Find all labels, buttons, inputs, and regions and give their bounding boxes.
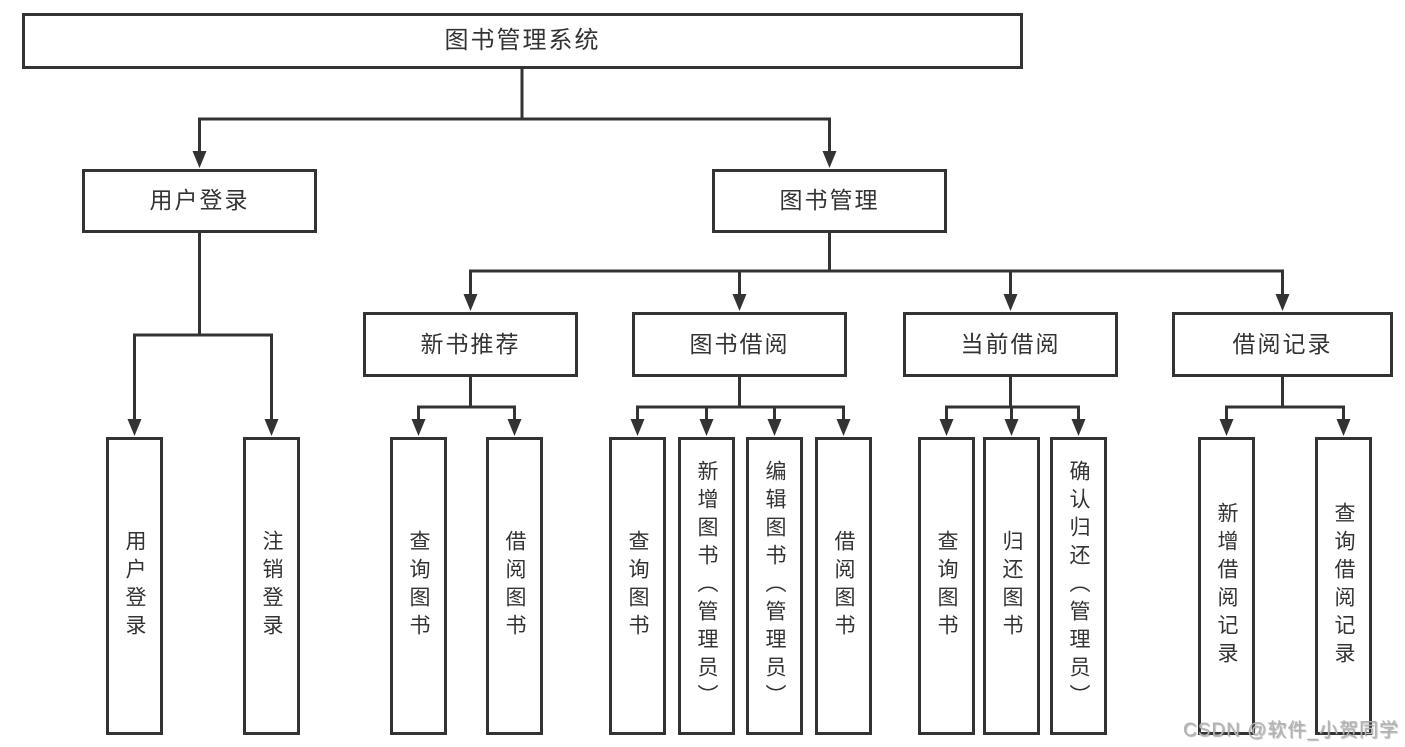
arrow-down-icon <box>1003 294 1018 311</box>
leaf-borrowing-add-books-admin: 新增图书（管理员） <box>678 437 735 735</box>
leaf-current-confirm-return-admin: 确认归还（管理员） <box>1050 437 1107 735</box>
arrow-down-icon <box>939 419 954 436</box>
arrow-down-icon <box>192 151 207 168</box>
leaf-records-query-record: 查询借阅记录 <box>1315 437 1372 735</box>
leaf-records-add-record: 新增借阅记录 <box>1198 437 1255 735</box>
arrow-down-icon <box>767 419 782 436</box>
node-borrowing-records: 借阅记录 <box>1172 312 1393 377</box>
node-book-borrowing: 图书借阅 <box>632 312 847 377</box>
arrow-down-icon <box>463 294 478 311</box>
arrow-down-icon <box>822 151 837 168</box>
node-book-management: 图书管理 <box>712 169 947 233</box>
node-new-book-recommend: 新书推荐 <box>363 312 578 377</box>
arrow-down-icon <box>1336 419 1351 436</box>
leaf-current-return-books: 归还图书 <box>983 437 1040 735</box>
arrow-down-icon <box>1219 419 1234 436</box>
node-user-login: 用户登录 <box>82 169 317 233</box>
leaf-borrowing-edit-books-admin: 编辑图书（管理员） <box>746 437 803 735</box>
leaf-recommend-borrow-books: 借阅图书 <box>486 437 543 735</box>
arrow-down-icon <box>1275 294 1290 311</box>
arrow-down-icon <box>630 419 645 436</box>
leaf-current-query-books: 查询图书 <box>918 437 975 735</box>
arrow-down-icon <box>411 419 426 436</box>
leaf-logout-login: 注销登录 <box>243 437 300 735</box>
leaf-user-login: 用户登录 <box>106 437 163 735</box>
arrow-down-icon <box>699 419 714 436</box>
arrow-down-icon <box>127 419 142 436</box>
arrow-down-icon <box>836 419 851 436</box>
arrow-down-icon <box>1071 419 1086 436</box>
leaf-borrowing-query-books: 查询图书 <box>609 437 666 735</box>
node-library-management-system: 图书管理系统 <box>22 13 1023 69</box>
arrow-down-icon <box>507 419 522 436</box>
arrow-down-icon <box>264 419 279 436</box>
arrow-down-icon <box>1004 419 1019 436</box>
leaf-recommend-query-books: 查询图书 <box>390 437 447 735</box>
node-current-borrowing: 当前借阅 <box>903 312 1118 377</box>
leaf-borrowing-borrow-books: 借阅图书 <box>815 437 872 735</box>
arrow-down-icon <box>732 294 747 311</box>
